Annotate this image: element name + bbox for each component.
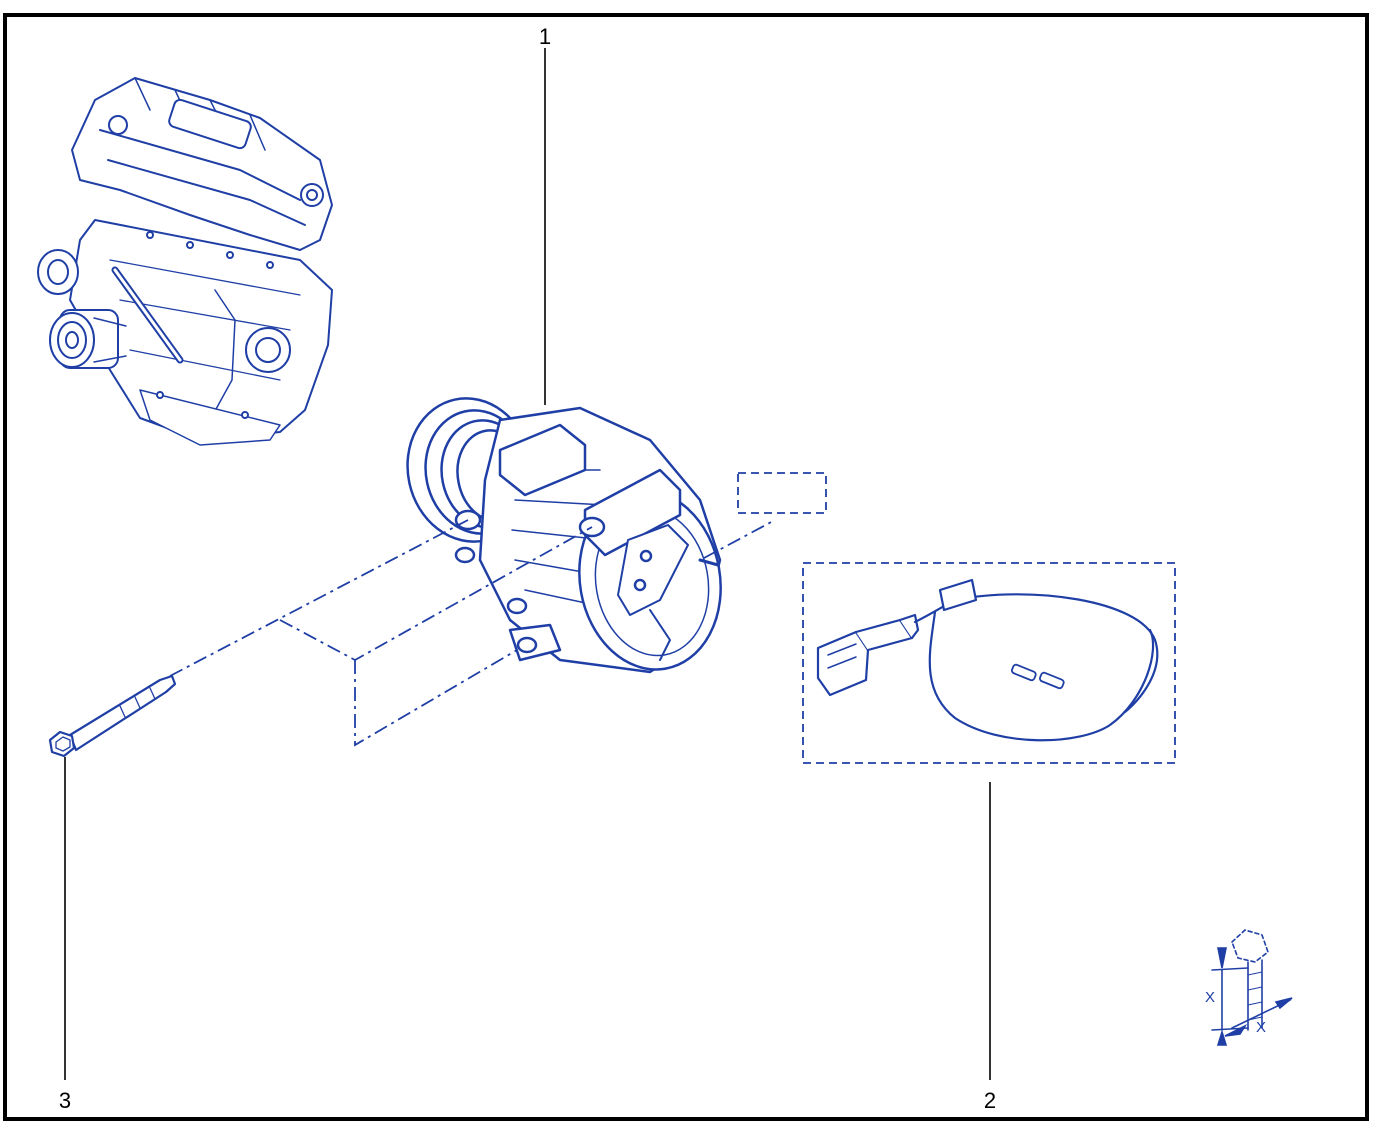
- dimension-label-vertical: X: [1205, 989, 1215, 1006]
- bolt-dimension-icon: [1211, 929, 1293, 1046]
- dimension-label-horizontal: X: [1256, 1019, 1266, 1036]
- callout-part-2: 2: [984, 1088, 996, 1113]
- callout-part-3: 3: [59, 1088, 71, 1113]
- compressor-icon: [406, 397, 722, 674]
- optional-part-box: [737, 472, 827, 514]
- engine-icon: [37, 77, 333, 446]
- harness-kit-box: [802, 562, 1176, 764]
- callout-part-1: 1: [539, 24, 551, 49]
- bolt-icon: [48, 674, 177, 758]
- leader-lines: [64, 48, 991, 1080]
- harness-icon: [816, 578, 1159, 742]
- assembly-lines: [169, 519, 776, 747]
- page-border: [3, 13, 1369, 1121]
